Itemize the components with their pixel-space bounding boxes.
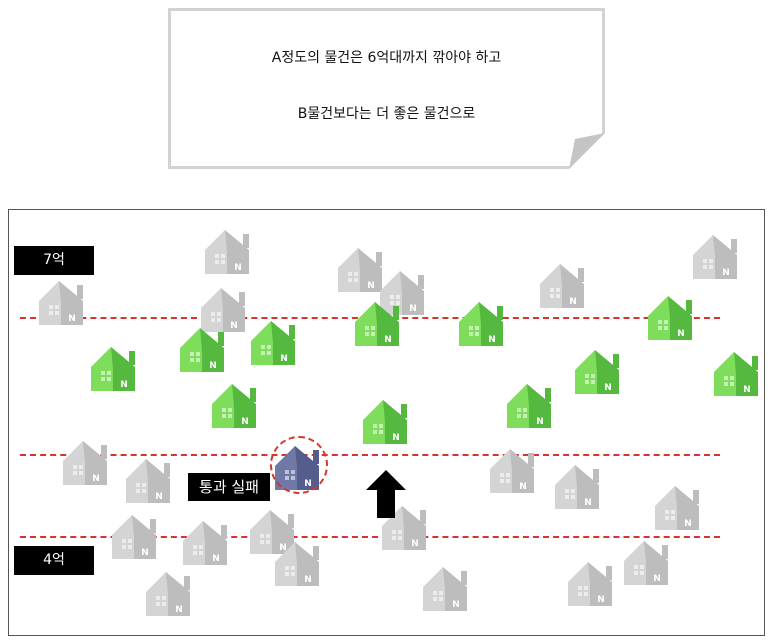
svg-text:N: N: [367, 281, 375, 291]
svg-text:N: N: [519, 482, 527, 492]
svg-text:N: N: [155, 492, 163, 502]
faded-house-icon: N: [39, 279, 87, 325]
note-card: A정도의 물건은 6억대까지 깎아야 하고 B물건보다는 더 좋은 물건으로: [168, 8, 605, 169]
faded-house-icon: N: [624, 539, 672, 585]
faded-house-icon: N: [63, 439, 111, 485]
svg-text:N: N: [175, 605, 183, 615]
callout-label: 통과 실패: [188, 473, 270, 501]
svg-text:N: N: [92, 474, 100, 484]
svg-text:N: N: [212, 554, 220, 564]
lower-price-label: 4억: [14, 546, 94, 575]
faded-house-icon: N: [112, 513, 160, 559]
note-line-1: A정도의 물건은 6억대까지 깎아야 하고: [271, 50, 502, 66]
listing-house-icon: N: [91, 345, 139, 391]
highlight-circle: [270, 436, 328, 494]
middle-threshold-line: [20, 454, 720, 456]
svg-text:N: N: [392, 433, 400, 443]
svg-text:N: N: [597, 595, 605, 605]
faded-house-icon: N: [693, 233, 741, 279]
listing-house-icon: N: [180, 326, 228, 372]
faded-house-icon: N: [568, 560, 616, 606]
faded-house-icon: N: [338, 246, 386, 292]
faded-house-icon: N: [250, 508, 298, 554]
faded-house-icon: N: [275, 540, 323, 586]
svg-text:N: N: [279, 543, 287, 553]
listing-house-icon: N: [507, 382, 555, 428]
faded-house-icon: N: [205, 228, 253, 274]
listing-house-icon: N: [648, 294, 696, 340]
svg-text:N: N: [536, 417, 544, 427]
faded-house-icon: N: [183, 519, 231, 565]
svg-text:N: N: [68, 314, 76, 324]
faded-house-icon: N: [655, 484, 703, 530]
faded-house-icon: N: [126, 457, 174, 503]
faded-house-icon: N: [540, 262, 588, 308]
svg-text:N: N: [241, 417, 249, 427]
svg-text:N: N: [452, 600, 460, 610]
svg-text:N: N: [304, 575, 312, 585]
note-line-2: B물건보다는 더 좋은 물건으로: [297, 106, 476, 122]
svg-text:N: N: [230, 321, 238, 331]
listing-house-icon: N: [212, 382, 260, 428]
svg-text:N: N: [234, 263, 242, 273]
svg-text:N: N: [722, 268, 730, 278]
upper-price-label: 7억: [14, 246, 94, 275]
faded-house-icon: N: [490, 447, 538, 493]
listing-house-icon: N: [575, 348, 623, 394]
svg-text:N: N: [280, 354, 288, 364]
faded-house-icon: N: [380, 269, 428, 315]
faded-house-icon: N: [201, 286, 249, 332]
listing-house-icon: N: [355, 300, 403, 346]
listing-house-icon: N: [251, 319, 299, 365]
svg-text:N: N: [120, 380, 128, 390]
listing-house-icon: N: [459, 300, 507, 346]
svg-text:N: N: [684, 519, 692, 529]
svg-text:N: N: [584, 498, 592, 508]
svg-text:N: N: [384, 335, 392, 345]
listing-house-icon: N: [714, 350, 762, 396]
svg-text:N: N: [141, 548, 149, 558]
svg-text:N: N: [209, 361, 217, 371]
svg-text:N: N: [677, 329, 685, 339]
lower-price-line: [20, 536, 720, 538]
faded-house-icon: N: [423, 565, 471, 611]
page-curl-icon: [569, 133, 605, 169]
svg-text:N: N: [653, 574, 661, 584]
svg-text:N: N: [488, 335, 496, 345]
up-arrow-icon: [366, 470, 406, 518]
listing-house-icon: N: [363, 398, 411, 444]
svg-text:N: N: [569, 297, 577, 307]
svg-text:N: N: [411, 539, 419, 549]
svg-text:N: N: [743, 385, 751, 395]
faded-house-icon: N: [146, 570, 194, 616]
svg-text:N: N: [604, 383, 612, 393]
faded-house-icon: N: [555, 463, 603, 509]
svg-text:N: N: [409, 304, 417, 314]
